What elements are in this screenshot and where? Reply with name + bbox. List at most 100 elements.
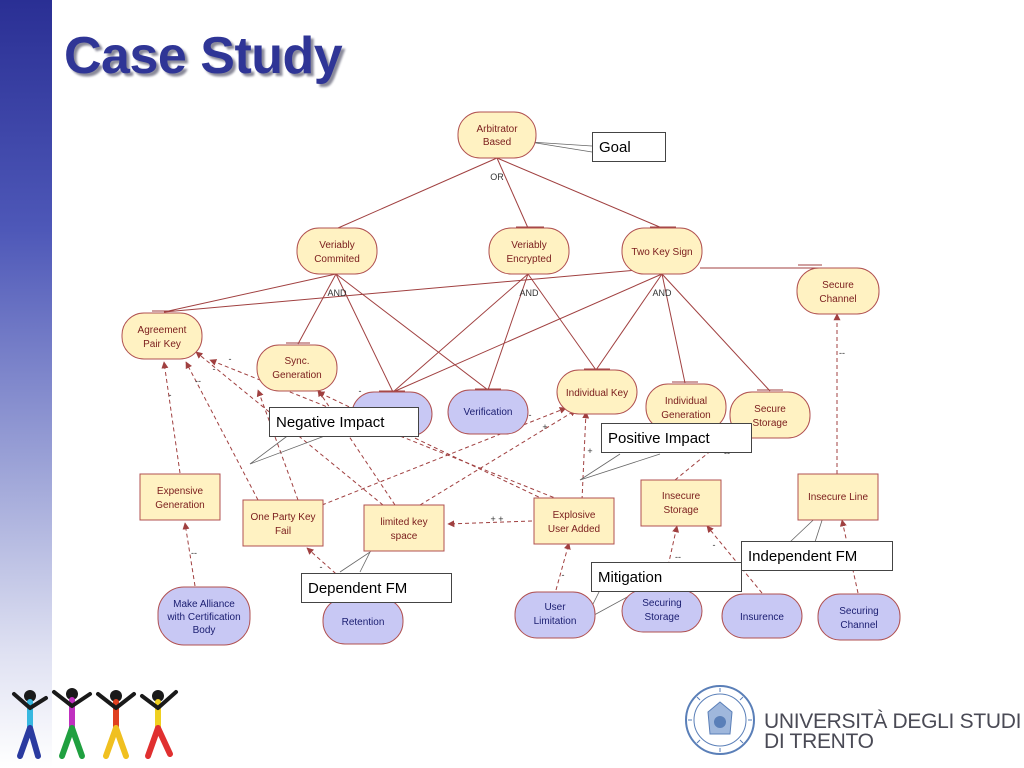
callout-leaders [249,141,827,621]
node-verifiably-encrypted-label: Encrypted [506,254,551,265]
callout-independent-fm: Independent FM [741,541,893,571]
node-insecure-storage-label: Insecure [662,491,701,502]
impact-signs: - - -- - - - + + + + -- -- -- - - -- - [169,348,846,580]
node-insurence: Insurence [721,593,803,639]
node-individual-key-label: Individual Key [566,388,628,399]
node-explosive-user-added-label: Explosive [553,510,596,521]
impact-sign: - [529,410,532,420]
node-securing-storage-label: Storage [644,612,679,623]
node-verification-label: Verification [464,407,513,418]
node-limited-key-space-label: space [391,531,418,542]
node-retention: Retention [322,597,404,645]
node-sync-generation-label: Generation [272,370,321,381]
impact-sign: -- [724,448,730,458]
node-arbitrator-line2: Based [483,137,511,148]
node-make-alliance-label: Body [193,625,216,636]
impact-sign: -- [675,552,681,562]
impact-sign: - [169,390,172,400]
impact-sign: - [213,364,216,374]
impact-sign: + + [490,514,503,524]
node-secure-channel-label: Secure [822,280,854,291]
node-arbitrator: Arbitrator Based [457,111,537,159]
node-agreement-pair-key-label: Agreement [138,325,187,336]
node-individual-generation-label: Generation [661,410,710,421]
node-secure-channel-label: Channel [819,294,856,305]
impact-sign: -- [839,348,845,358]
impact-sign: -- [195,376,201,386]
node-limited-key-space: limited key space [363,504,445,552]
node-individual-generation-label: Individual [665,396,707,407]
node-secure-storage-label: Secure [754,404,786,415]
node-agreement-pair-key-label: Pair Key [143,339,181,350]
node-insecure-line-label: Insecure Line [808,492,868,503]
node-user-limitation-label: User [544,602,566,613]
node-make-alliance-label: with Certification [166,612,240,623]
node-sync-generation-label: Sync. [284,356,309,367]
callout-negative-impact: Negative Impact [269,407,419,437]
node-two-key-sign: Two Key Sign [621,227,703,275]
page-title: Case Study [64,27,343,85]
node-individual-key: Individual Key [556,369,638,415]
node-retention-label: Retention [342,617,385,628]
and-label-3: AND [652,288,672,298]
callout-mitigation: Mitigation [591,562,742,592]
university-name-line1: UNIVERSITÀ DEGLI STUDI [764,710,1022,733]
node-limited-key-space-label: limited key [380,517,427,528]
impact-sign: - [229,354,232,364]
impact-sign: + [587,446,592,456]
node-insecure-storage-label: Storage [663,505,698,516]
node-explosive-user-added-label: User Added [548,524,600,535]
callout-goal: Goal [592,132,666,162]
node-securing-channel-label: Securing [839,606,878,617]
node-two-key-sign-label: Two Key Sign [631,247,692,258]
dancer-3-icon [96,690,136,759]
node-verifiably-commited-label: Veriably [319,240,355,251]
node-verifiably-commited-label: Commited [314,254,360,265]
node-sync-generation: Sync. Generation [256,344,338,392]
university-name-line2: DI TRENTO [764,730,874,753]
slide-sidebar [0,0,52,768]
node-expensive-generation-label: Expensive [157,486,204,497]
impact-sign: - [713,540,716,550]
node-securing-storage-label: Securing [642,598,681,609]
node-one-party-key-fail-label: Fail [275,526,291,537]
university-logo-text: UNIVERSITÀ DEGLI STUDI DI TRENTO [764,710,1022,753]
node-insecure-line: Insecure Line [797,473,879,521]
dancer-2-icon [52,688,92,759]
impact-sign: + [542,422,547,432]
node-insurence-label: Insurence [740,612,784,623]
node-user-limitation-label: Limitation [534,616,577,627]
node-expensive-generation-label: Generation [155,500,204,511]
university-seal-icon [685,685,755,755]
and-label-2: AND [519,288,539,298]
decomposition-edges [152,157,822,393]
impact-sign: - [562,570,565,580]
node-make-alliance-label: Make Alliance [173,599,235,610]
node-securing-channel-label: Channel [840,620,877,631]
node-arbitrator-line1: Arbitrator [476,124,518,135]
or-label: OR [490,172,504,182]
callout-dependent-fm: Dependent FM [301,573,452,603]
node-verifiably-encrypted-label: Veriably [511,240,547,251]
node-one-party-key-fail-label: One Party Key [250,512,315,523]
node-secure-storage-label: Storage [752,418,787,429]
impact-sign: -- [191,548,197,558]
and-label-1: AND [327,288,347,298]
impact-sign: - [359,386,362,396]
node-verification: Verification [447,389,529,435]
dancer-4-icon [140,690,178,759]
